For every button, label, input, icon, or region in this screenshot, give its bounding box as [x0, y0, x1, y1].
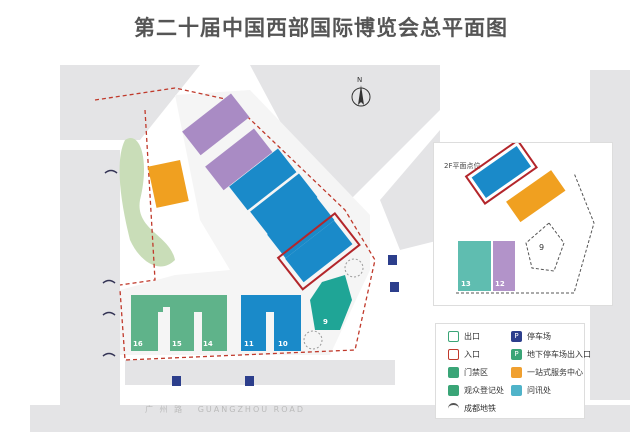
inset-label: 2F平面点位 [444, 162, 481, 170]
legend-registration: 观众登记处 [448, 385, 504, 396]
inset-2f-map: 2F平面点位 13 12 9 [433, 142, 613, 306]
hall-15-label: 15 [172, 340, 182, 348]
parking-icon [245, 376, 254, 386]
parking-icon [172, 376, 181, 386]
hall-10-label: 10 [278, 340, 288, 348]
compass-label: N [357, 76, 363, 84]
legend-gate: 门禁区 [448, 367, 488, 378]
legend-service-center: 一站式服务中心 [511, 367, 583, 378]
info-icon [511, 385, 522, 396]
legend-metro: 成都地铁 [448, 403, 496, 414]
hall-14-label: 14 [203, 340, 213, 348]
hall-blue-4 [285, 220, 353, 283]
exit-icon [448, 331, 459, 342]
inset-hall-13-label: 13 [461, 280, 471, 288]
gate-icon [448, 367, 459, 378]
legend-entrance: 入口 [448, 349, 480, 360]
parking-icon [388, 255, 397, 265]
service-center-icon [511, 367, 522, 378]
hall-11-label: 11 [244, 340, 254, 348]
underground-parking-icon: P [511, 349, 522, 360]
hall-16-label: 16 [133, 340, 143, 348]
hall-blue-1 [229, 148, 297, 211]
parking-icon [390, 282, 399, 292]
metro-icons [102, 169, 118, 357]
hall-purple-1 [182, 93, 250, 156]
legend-exit: 出口 [448, 331, 480, 342]
parking-icon: P [511, 331, 522, 342]
registration-icon [448, 385, 459, 396]
north-compass-icon [351, 85, 371, 107]
hall-9-label: 9 [323, 318, 328, 326]
page-title: 第二十届中国西部国际博览会总平面图 [134, 16, 508, 40]
metro-icon [448, 403, 459, 414]
entrance-icon [448, 349, 459, 360]
hall-blue-2 [250, 173, 318, 236]
inset-hall-9-label: 9 [539, 243, 545, 252]
hall-orange [147, 159, 189, 208]
hall-blue-3 [267, 196, 335, 259]
road-label: 广 州 路 GUANGZHOU ROAD [145, 405, 305, 414]
legend-info: 问讯处 [511, 385, 551, 396]
inset-hall-12-label: 12 [495, 280, 505, 288]
hall-purple-2 [205, 128, 273, 191]
